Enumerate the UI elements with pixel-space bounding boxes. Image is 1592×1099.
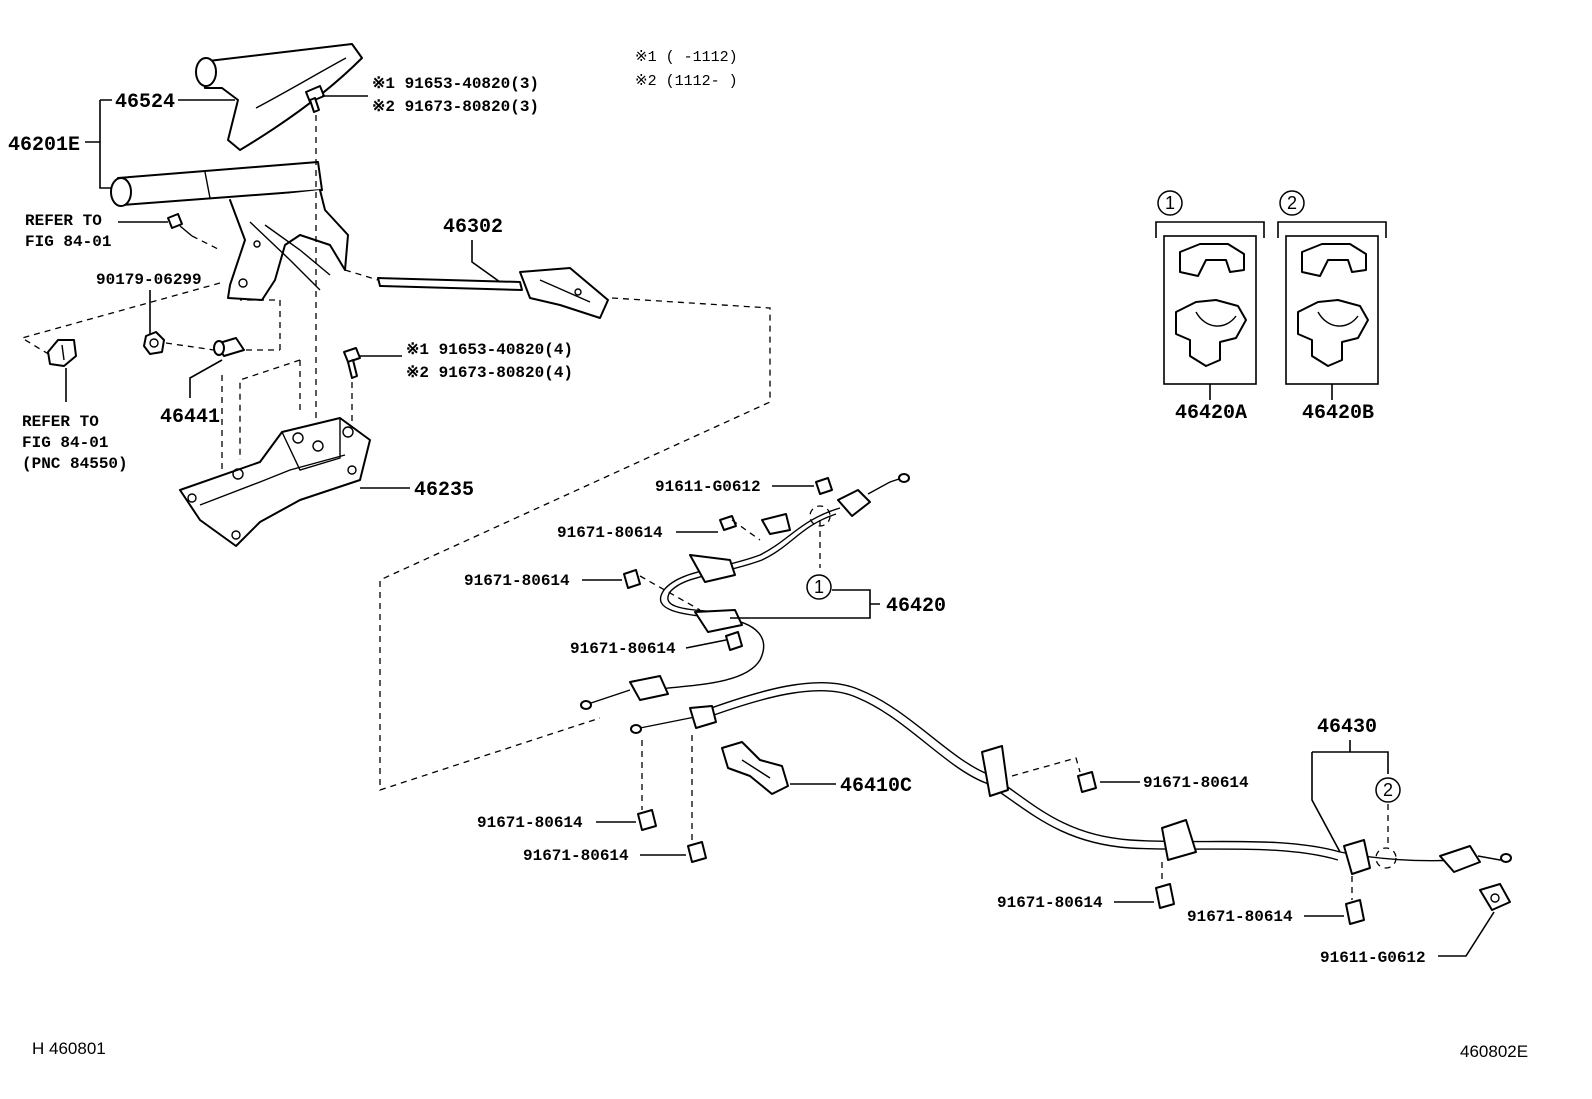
grommet-46420A: [1175, 243, 1247, 367]
callout-46302: 46302: [443, 216, 503, 239]
refer-to-1-line-2: FIG 84-01: [25, 233, 111, 251]
callout-91671-a: 91671-80614: [557, 524, 663, 542]
bolt-91671-f: [1077, 771, 1097, 793]
callout-46420B: 46420B: [1302, 402, 1374, 425]
callout-46430: 46430: [1317, 716, 1377, 739]
legend-line-1: ※1 ( -1112): [635, 49, 738, 66]
refer-to-2-line-2: FIG 84-01: [22, 434, 108, 452]
callout-46420: 46420: [886, 595, 946, 618]
clip-46410C: [721, 741, 789, 795]
callout-90179: 90179-06299: [96, 271, 202, 289]
rod-46302: [377, 267, 609, 319]
refer-to-1-line-1: REFER TO: [25, 212, 102, 230]
marker-2-inset-text: 2: [1287, 193, 1297, 213]
legend-line-2: ※2 (1112- ): [635, 73, 738, 90]
callout-91671-e: 91671-80614: [523, 847, 629, 865]
callout-91671-g: 91671-80614: [997, 894, 1103, 912]
parking-brake-lever: [110, 161, 349, 301]
callout-91671-d: 91671-80614: [477, 814, 583, 832]
callout-bolt-top-2: ※2 91673-80820(3): [372, 98, 539, 116]
callout-91671-f: 91671-80614: [1143, 774, 1249, 792]
marker-1-inset: [1157, 190, 1183, 216]
callout-bolt-mid-1: ※1 91653-40820(4): [406, 341, 573, 359]
callout-46201E: 46201E: [8, 134, 80, 157]
callout-46524: 46524: [115, 91, 175, 114]
screw-refer-1: [167, 213, 193, 237]
clip-refer-2: [47, 339, 77, 367]
bracket-46430: [1311, 740, 1389, 853]
callout-91611-b: 91611-G0612: [1320, 949, 1426, 967]
callout-91611-a: 91611-G0612: [655, 478, 761, 496]
callout-46235: 46235: [414, 479, 474, 502]
refer-to-2-line-1: REFER TO: [22, 413, 99, 431]
bolt-mid: [343, 347, 361, 379]
lever-grip-cover: [195, 43, 363, 151]
bolt-91671-e: [687, 841, 707, 863]
nut-90179: [143, 331, 165, 355]
marker-1-on-cable: [806, 574, 832, 600]
bracket-46201E: [85, 99, 112, 189]
footer-right-code: 460802E: [1460, 1042, 1528, 1061]
marker-2-inset: [1279, 190, 1305, 216]
bolt-91671-c: [725, 631, 743, 651]
callout-bolt-mid-2: ※2 91673-80820(4): [406, 364, 573, 382]
bolt-91671-g: [1155, 883, 1175, 909]
refer-to-2-line-3: (PNC 84550): [22, 455, 128, 473]
bolt-91671-h: [1345, 899, 1365, 925]
bolt-top: [305, 85, 325, 113]
marker-1-on-cable-text: 1: [814, 577, 824, 597]
bolt-91611-a: [815, 477, 833, 495]
bracket-46235: [179, 417, 371, 547]
grommet-46420B: [1297, 243, 1369, 367]
dash-region: [379, 297, 771, 791]
pin-46441: [213, 337, 245, 357]
marker-1-inset-text: 1: [1165, 193, 1175, 213]
front-cable-46420: [580, 473, 910, 710]
callout-91671-h: 91671-80614: [1187, 908, 1293, 926]
marker-2-on-cable: [1375, 777, 1401, 803]
callout-91671-c: 91671-80614: [570, 640, 676, 658]
callout-91671-b: 91671-80614: [464, 572, 570, 590]
marker-2-on-cable-text: 2: [1383, 780, 1393, 800]
bolt-91671-a: [719, 515, 737, 531]
bolt-91671-b: [623, 569, 641, 589]
bolt-91611-b: [1479, 883, 1511, 911]
rear-cable-46430: [630, 681, 1512, 875]
callout-46410C: 46410C: [840, 775, 912, 798]
footer-left-code: H 460801: [32, 1039, 106, 1058]
bolt-91671-d: [637, 809, 657, 831]
callout-bolt-top-1: ※1 91653-40820(3): [372, 75, 539, 93]
callout-46441: 46441: [160, 406, 220, 429]
callout-46420A: 46420A: [1175, 402, 1247, 425]
